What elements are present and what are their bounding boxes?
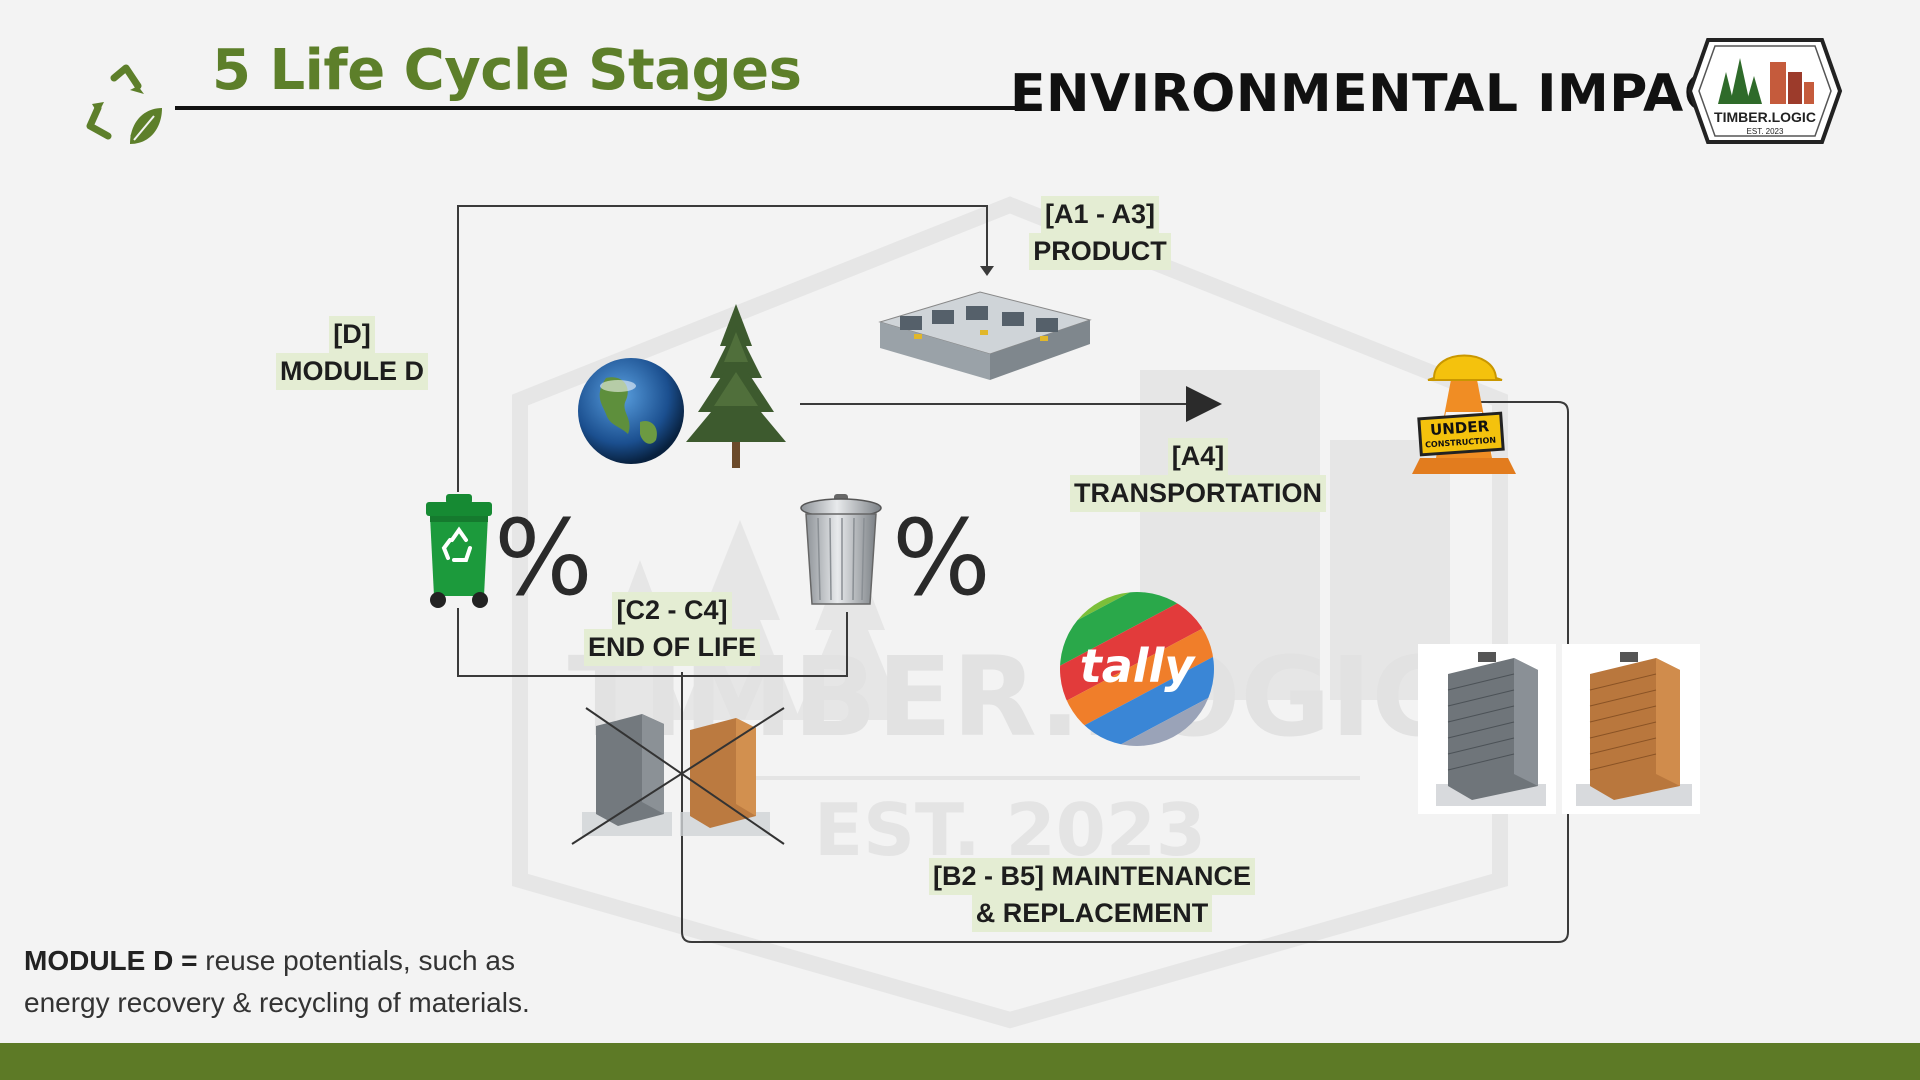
transportation-name: TRANSPORTATION <box>1070 475 1326 512</box>
timber-logic-logo: TIMBER.LOGIC EST. 2023 <box>1687 38 1843 144</box>
logo-sub: EST. 2023 <box>1747 127 1784 136</box>
module-d-name: MODULE D <box>276 353 428 390</box>
factory-icon <box>878 291 1092 380</box>
logo-text: TIMBER.LOGIC <box>1714 109 1816 125</box>
footer-bar <box>0 1043 1920 1080</box>
recycle-bin-icon <box>426 494 492 608</box>
recycle-percent: % <box>494 497 593 619</box>
page-title: 5 Life Cycle Stages <box>212 38 802 103</box>
tree-icon <box>686 304 786 468</box>
construction-sign-line1: UNDER <box>1430 417 1491 439</box>
product-stage-code: [A1 - A3] <box>1040 196 1159 233</box>
trash-percent: % <box>892 497 991 619</box>
maintenance-line1: [B2 - B5] MAINTENANCE <box>928 858 1255 895</box>
demolished-buildings-icon <box>571 707 785 845</box>
end-of-life-code: [C2 - C4] <box>612 592 732 629</box>
section-title: ENVIRONMENTAL IMPACT <box>1010 64 1759 124</box>
module-d-code: [D] <box>329 316 375 353</box>
module-d-label: [D] MODULE D <box>262 316 442 390</box>
trash-can-icon <box>800 494 882 605</box>
recycle-leaf-icon <box>86 64 162 144</box>
module-d-note-line1: reuse potentials, such as <box>197 945 515 976</box>
concrete-building-icon <box>1418 644 1556 814</box>
maintenance-label: [B2 - B5] MAINTENANCE & REPLACEMENT <box>912 858 1272 932</box>
construction-cone-icon: UNDER CONSTRUCTION <box>1412 354 1516 474</box>
earth-icon <box>578 358 684 464</box>
title-underline <box>175 106 1015 110</box>
module-d-note-bold: MODULE D = <box>24 945 198 976</box>
transportation-label: [A4] TRANSPORTATION <box>1040 438 1356 512</box>
transportation-code: [A4] <box>1167 438 1229 475</box>
product-stage-label: [A1 - A3] PRODUCT <box>1000 196 1200 270</box>
tally-text: tally <box>1080 639 1197 693</box>
product-stage-name: PRODUCT <box>1029 233 1171 270</box>
maintenance-line2: & REPLACEMENT <box>971 895 1213 932</box>
module-d-note: MODULE D = reuse potentials, such as ene… <box>24 940 530 1024</box>
end-of-life-label: [C2 - C4] END OF LIFE <box>572 592 772 666</box>
module-d-note-line2: energy recovery & recycling of materials… <box>24 987 530 1018</box>
timber-building-icon <box>1562 644 1700 814</box>
tally-logo: tally <box>1032 564 1242 774</box>
end-of-life-name: END OF LIFE <box>584 629 760 666</box>
